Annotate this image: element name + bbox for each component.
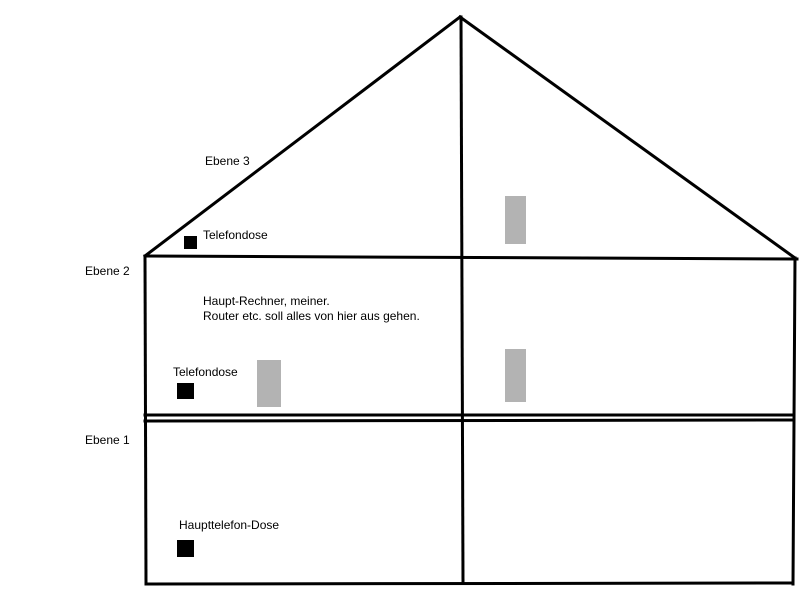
main-phone-socket-marker xyxy=(177,540,194,557)
floor-level-3 xyxy=(143,254,799,261)
level-1-label: Ebene 1 xyxy=(85,433,130,447)
phone-socket-level3-label: Telefondose xyxy=(203,228,268,242)
phone-socket-level3-marker xyxy=(184,236,197,249)
floor-level-2-lower xyxy=(143,418,795,423)
radiator-level2-left xyxy=(257,360,281,407)
main-phone-socket-label: Haupttelefon-Dose xyxy=(179,518,280,532)
level-3-label: Ebene 3 xyxy=(205,154,250,168)
main-computer-note-line2: Router etc. soll alles von hier aus gehe… xyxy=(203,309,420,323)
radiator-level3-right xyxy=(505,196,526,244)
phone-socket-level2-label: Telefondose xyxy=(173,365,238,379)
main-computer-note-line1: Haupt-Rechner, meiner. xyxy=(203,294,330,308)
roof-left-slope xyxy=(142,14,463,259)
center-wall xyxy=(459,15,465,584)
roof-right-slope xyxy=(457,14,798,261)
level-2-label: Ebene 2 xyxy=(85,264,130,278)
ground-line xyxy=(144,581,795,586)
radiator-level2-right xyxy=(505,349,526,402)
phone-socket-level2-marker xyxy=(177,383,194,399)
